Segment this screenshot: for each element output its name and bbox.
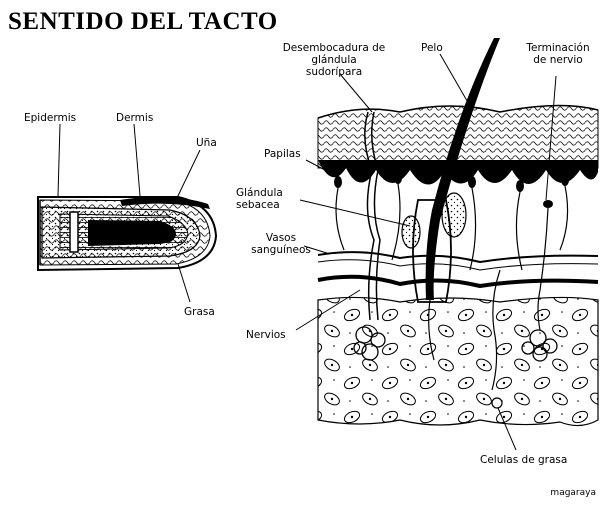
skin-section — [317, 38, 599, 427]
label-nervios: Nervios — [246, 329, 286, 341]
label-terminacion: Terminación de nervio — [512, 42, 604, 66]
label-vasos-line1: Vasos — [265, 232, 297, 244]
label-grasa: Grasa — [184, 306, 215, 318]
label-celulas-grasa: Celulas de grasa — [480, 454, 568, 466]
label-glandula-line1: Glándula — [236, 187, 283, 199]
label-glandula: Glándula sebacea — [236, 187, 283, 211]
label-desembocadura-line3: sudorípara — [305, 66, 363, 78]
label-epidermis: Epidermis — [24, 112, 77, 124]
label-una: Uña — [196, 137, 217, 149]
nail-shape — [120, 196, 210, 209]
label-papilas: Papilas — [264, 148, 301, 160]
label-vasos: Vasos sanguíneos — [246, 232, 316, 256]
label-terminacion-line2: de nervio — [533, 54, 583, 66]
label-desembocadura-line1: Desembocadura de — [282, 42, 386, 54]
finger-section — [37, 196, 218, 272]
label-vasos-line2: sanguíneos — [251, 244, 311, 256]
signature: magaraya — [550, 488, 596, 498]
page-title: SENTIDO DEL TACTO — [8, 8, 278, 35]
label-desembocadura: Desembocadura de glándula sudorípara — [270, 42, 398, 78]
label-terminacion-line1: Terminación — [526, 42, 590, 54]
label-glandula-line2: sebacea — [236, 199, 280, 211]
skin-leaders — [295, 53, 557, 451]
finger-leaders — [57, 123, 201, 303]
label-pelo: Pelo — [421, 42, 443, 54]
label-dermis: Dermis — [116, 112, 154, 124]
label-desembocadura-line2: glándula — [311, 54, 357, 66]
